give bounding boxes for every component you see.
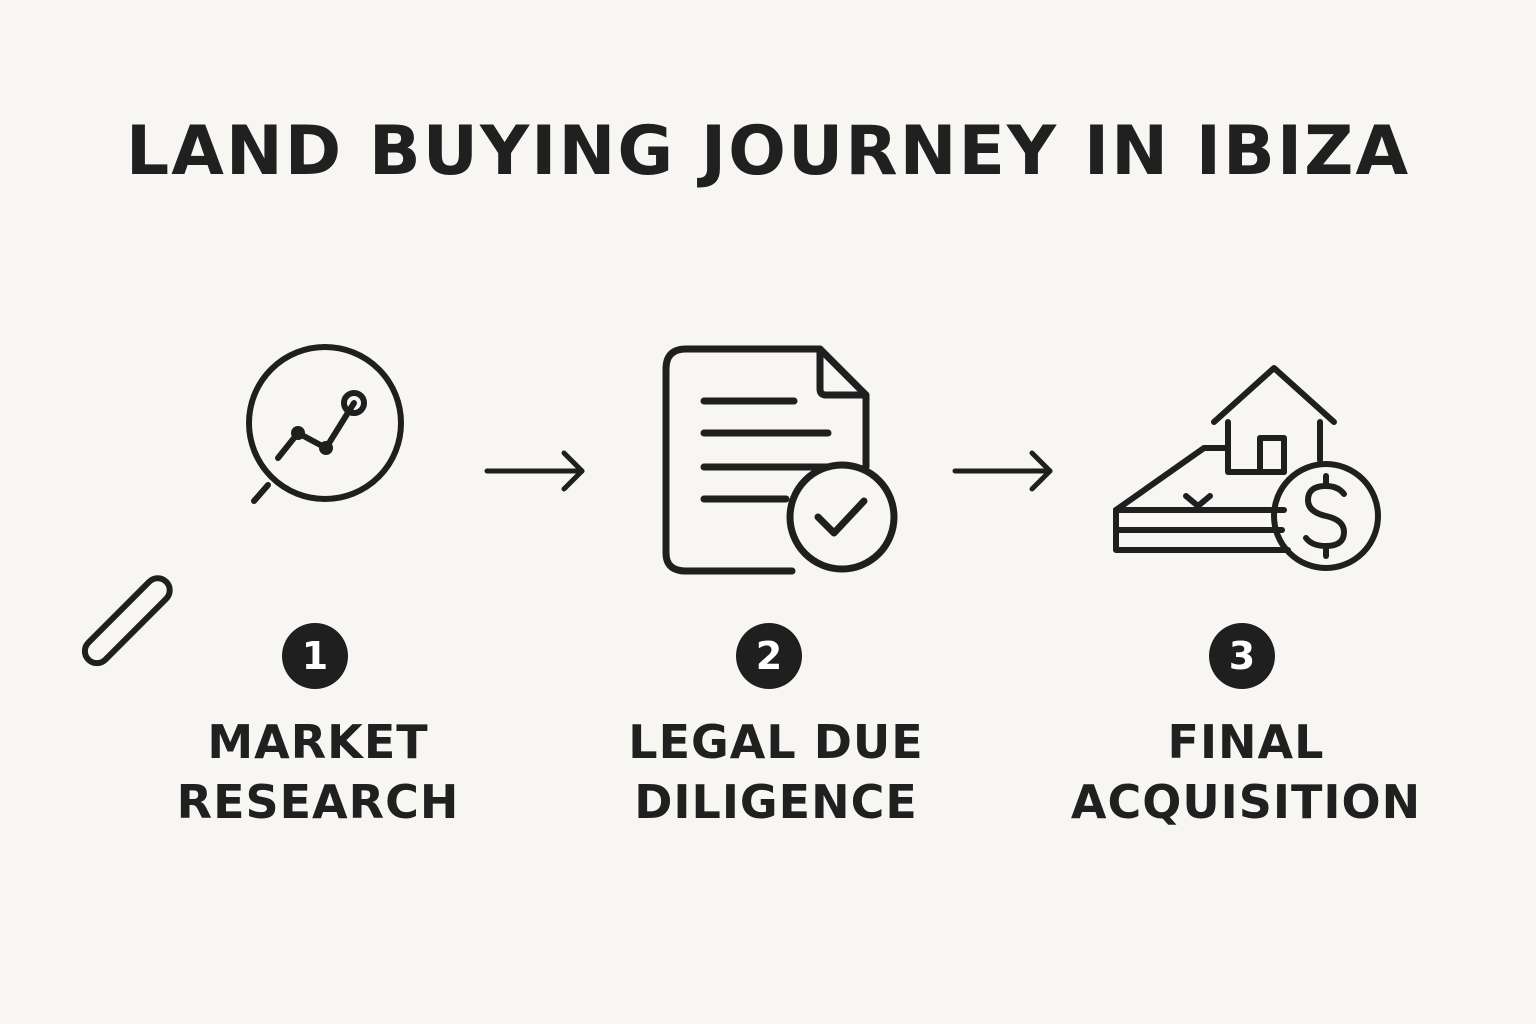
step-1-label-line-1: MARKET — [207, 715, 429, 769]
arrow-right-icon — [484, 450, 585, 492]
step-arrow-1 — [484, 449, 588, 501]
step-1-number-badge: 1 — [282, 623, 348, 689]
step-2-label-line-2: DILIGENCE — [634, 775, 918, 829]
step-2-number-badge: 2 — [736, 623, 802, 689]
step-3-label-line-1: FINAL — [1167, 715, 1325, 769]
step-1-label: MARKET RESEARCH — [138, 712, 498, 832]
step-arrow-2 — [952, 449, 1056, 501]
step-2-label-line-1: LEGAL DUE — [628, 715, 924, 769]
diagram-title: LAND BUYING JOURNEY IN IBIZA — [125, 112, 1411, 191]
step-1-label-line-2: RESEARCH — [176, 775, 460, 829]
land-house-dollar-icon — [1113, 365, 1381, 571]
step-2-icon — [662, 345, 902, 580]
arrow-right-icon — [952, 450, 1053, 492]
magnifier-chart-icon — [81, 344, 404, 667]
step-3-number-badge: 3 — [1209, 623, 1275, 689]
document-check-icon — [662, 345, 898, 575]
step-3-label: FINAL ACQUISITION — [1066, 712, 1426, 832]
step-3-label-line-2: ACQUISITION — [1070, 775, 1422, 829]
step-1-icon — [81, 344, 410, 667]
step-2-label: LEGAL DUE DILIGENCE — [596, 712, 956, 832]
step-3-icon — [1112, 364, 1384, 574]
